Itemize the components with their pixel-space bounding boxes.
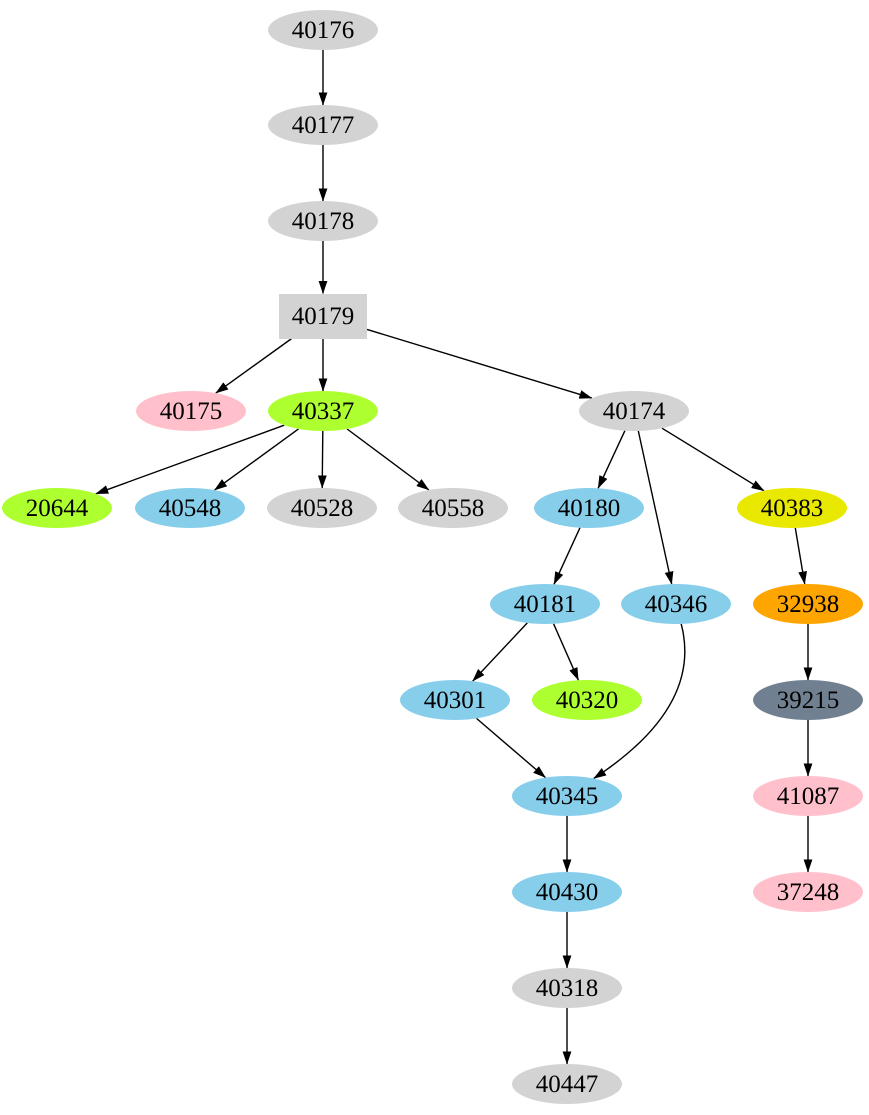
edge-40383-32938 (794, 527, 807, 585)
edge-40180-40181 (553, 527, 581, 585)
node-41087: 41087 (753, 776, 863, 816)
node-32938: 32938 (753, 584, 863, 624)
edge-group (95, 50, 813, 1065)
node-40176: 40176 (268, 10, 378, 50)
node-40181: 40181 (490, 584, 600, 624)
node-40180: 40180 (534, 488, 644, 528)
edge-40179-40174 (366, 328, 593, 399)
node-20644: 20644 (2, 488, 112, 528)
node-40177: 40177 (268, 105, 378, 145)
node-40175: 40175 (136, 391, 246, 431)
node-40179: 40179 (279, 293, 367, 339)
edge-40346-40345 (593, 623, 686, 780)
edge-40181-40301 (472, 622, 528, 682)
edge-40174-40180 (597, 430, 626, 489)
node-40430: 40430 (512, 872, 622, 912)
node-40346: 40346 (621, 584, 731, 624)
edge-40181-40320 (552, 623, 580, 681)
node-40318: 40318 (512, 968, 622, 1008)
node-37248: 37248 (753, 872, 863, 912)
edge-40337-40558 (346, 428, 430, 491)
node-40337: 40337 (268, 391, 378, 431)
node-40548: 40548 (135, 488, 245, 528)
node-40320: 40320 (532, 680, 642, 720)
node-40558: 40558 (398, 488, 508, 528)
edge-40301-40345 (476, 717, 546, 779)
node-40345: 40345 (512, 776, 622, 816)
node-40178: 40178 (268, 201, 378, 241)
edge-40179-40175 (215, 337, 293, 394)
node-40383: 40383 (737, 488, 847, 528)
node-40301: 40301 (400, 680, 510, 720)
edge-40337-20644 (95, 424, 285, 495)
node-40174: 40174 (579, 391, 689, 431)
edge-40174-40346 (637, 430, 674, 585)
node-40447: 40447 (512, 1064, 622, 1104)
node-40528: 40528 (267, 488, 377, 528)
edge-40337-40528 (317, 430, 327, 489)
node-39215: 39215 (753, 680, 863, 720)
edge-40174-40383 (661, 427, 765, 492)
edge-40337-40548 (214, 428, 299, 491)
